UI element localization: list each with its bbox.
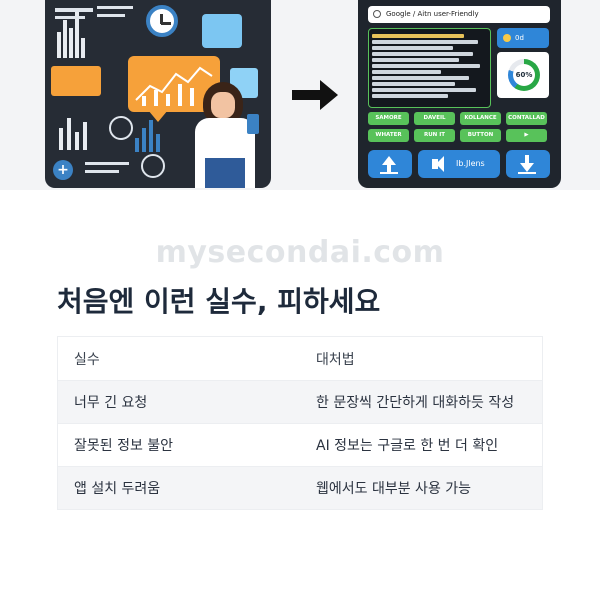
mock-green-button-6: RUN IT [414,129,455,142]
mock-audio-button: Ib.Jlens [418,150,500,178]
pie-icon [141,154,165,178]
mock-status-card: 0d [497,28,549,48]
orange-card-graphic [51,66,101,96]
table-row: 잘못된 정보 불안 AI 정보는 구글로 한 번 더 확인 [58,423,542,466]
mock-green-button-2: DAVEIL [414,112,455,125]
mock-upload-button [368,150,412,178]
donut-gauge-icon: 60% [508,59,540,91]
table-cell-mistake: 앱 설치 두려움 [74,481,161,497]
mistakes-table: 실수 대처법 너무 긴 요청 한 문장씩 간단하게 대화하듯 작성 잘못된 정보… [57,336,543,510]
hero-illustration: + Google / Aitn user-Friendly [0,0,600,190]
mock-green-button-8: ▶ [506,129,547,142]
mock-download-button [506,150,550,178]
mock-code-editor [368,28,491,108]
app-ui-mockup-panel: Google / Aitn user-Friendly 0d 60% SAMOR… [358,0,561,188]
speaker-icon [432,159,438,169]
mock-search-bar: Google / Aitn user-Friendly [368,6,550,23]
mock-gauge-card: 60% [497,52,549,98]
table-cell-mistake: 잘못된 정보 불안 [74,438,174,454]
mock-green-button-4: CONTALLAD [506,112,547,125]
section-title: 처음엔 이런 실수, 피하세요 [57,285,381,318]
table-row: 앱 설치 두려움 웹에서도 대부분 사용 가능 [58,466,542,509]
gauge-value: 60% [513,64,535,86]
mock-green-button-1: SAMORE [368,112,409,125]
clock-icon [146,5,178,37]
mock-status-card-label: 0d [515,34,524,42]
right-arrow-icon [292,80,338,110]
table-cell-mistake: 너무 긴 요청 [74,395,148,411]
header-cell-mistake: 실수 [74,351,100,368]
mock-audio-label: Ib.Jlens [456,159,485,168]
chat-bubble-graphic [202,14,242,48]
header-cell-solution: 대처법 [316,351,355,368]
table-cell-solution: 한 문장씩 간단하게 대화하듯 작성 [316,395,515,411]
site-watermark: mysecondai.com [155,235,445,270]
search-icon [373,10,381,18]
table-row: 너무 긴 요청 한 문장씩 간단하게 대화하듯 작성 [58,380,542,423]
upload-arrow-icon [382,156,396,165]
table-cell-solution: 웹에서도 대부분 사용 가능 [316,481,472,497]
mock-green-button-7: BUTTON [460,129,501,142]
mock-search-text: Google / Aitn user-Friendly [386,10,479,18]
download-arrow-icon [520,163,534,172]
gauge-icon [109,116,133,140]
mock-green-button-3: KOLLANCE [460,112,501,125]
table-header-row: 실수 대처법 [58,337,542,380]
mock-green-button-5: WHATER [368,129,409,142]
plus-icon: + [53,160,73,180]
table-cell-solution: AI 정보는 구글로 한 번 더 확인 [316,438,499,454]
analytics-illustration-panel: + [45,0,271,188]
